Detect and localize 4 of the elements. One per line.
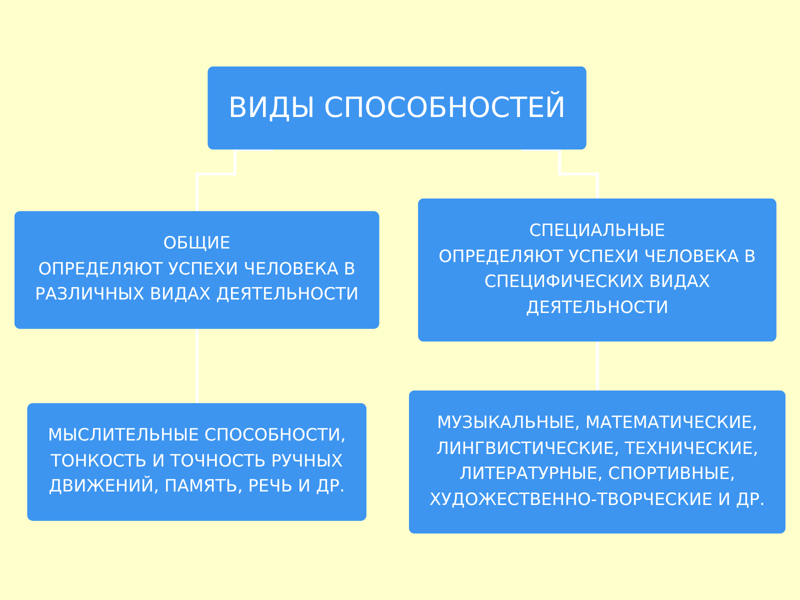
connector xyxy=(522,148,600,201)
connector xyxy=(196,327,199,406)
connector xyxy=(196,148,274,214)
connector xyxy=(596,340,600,393)
